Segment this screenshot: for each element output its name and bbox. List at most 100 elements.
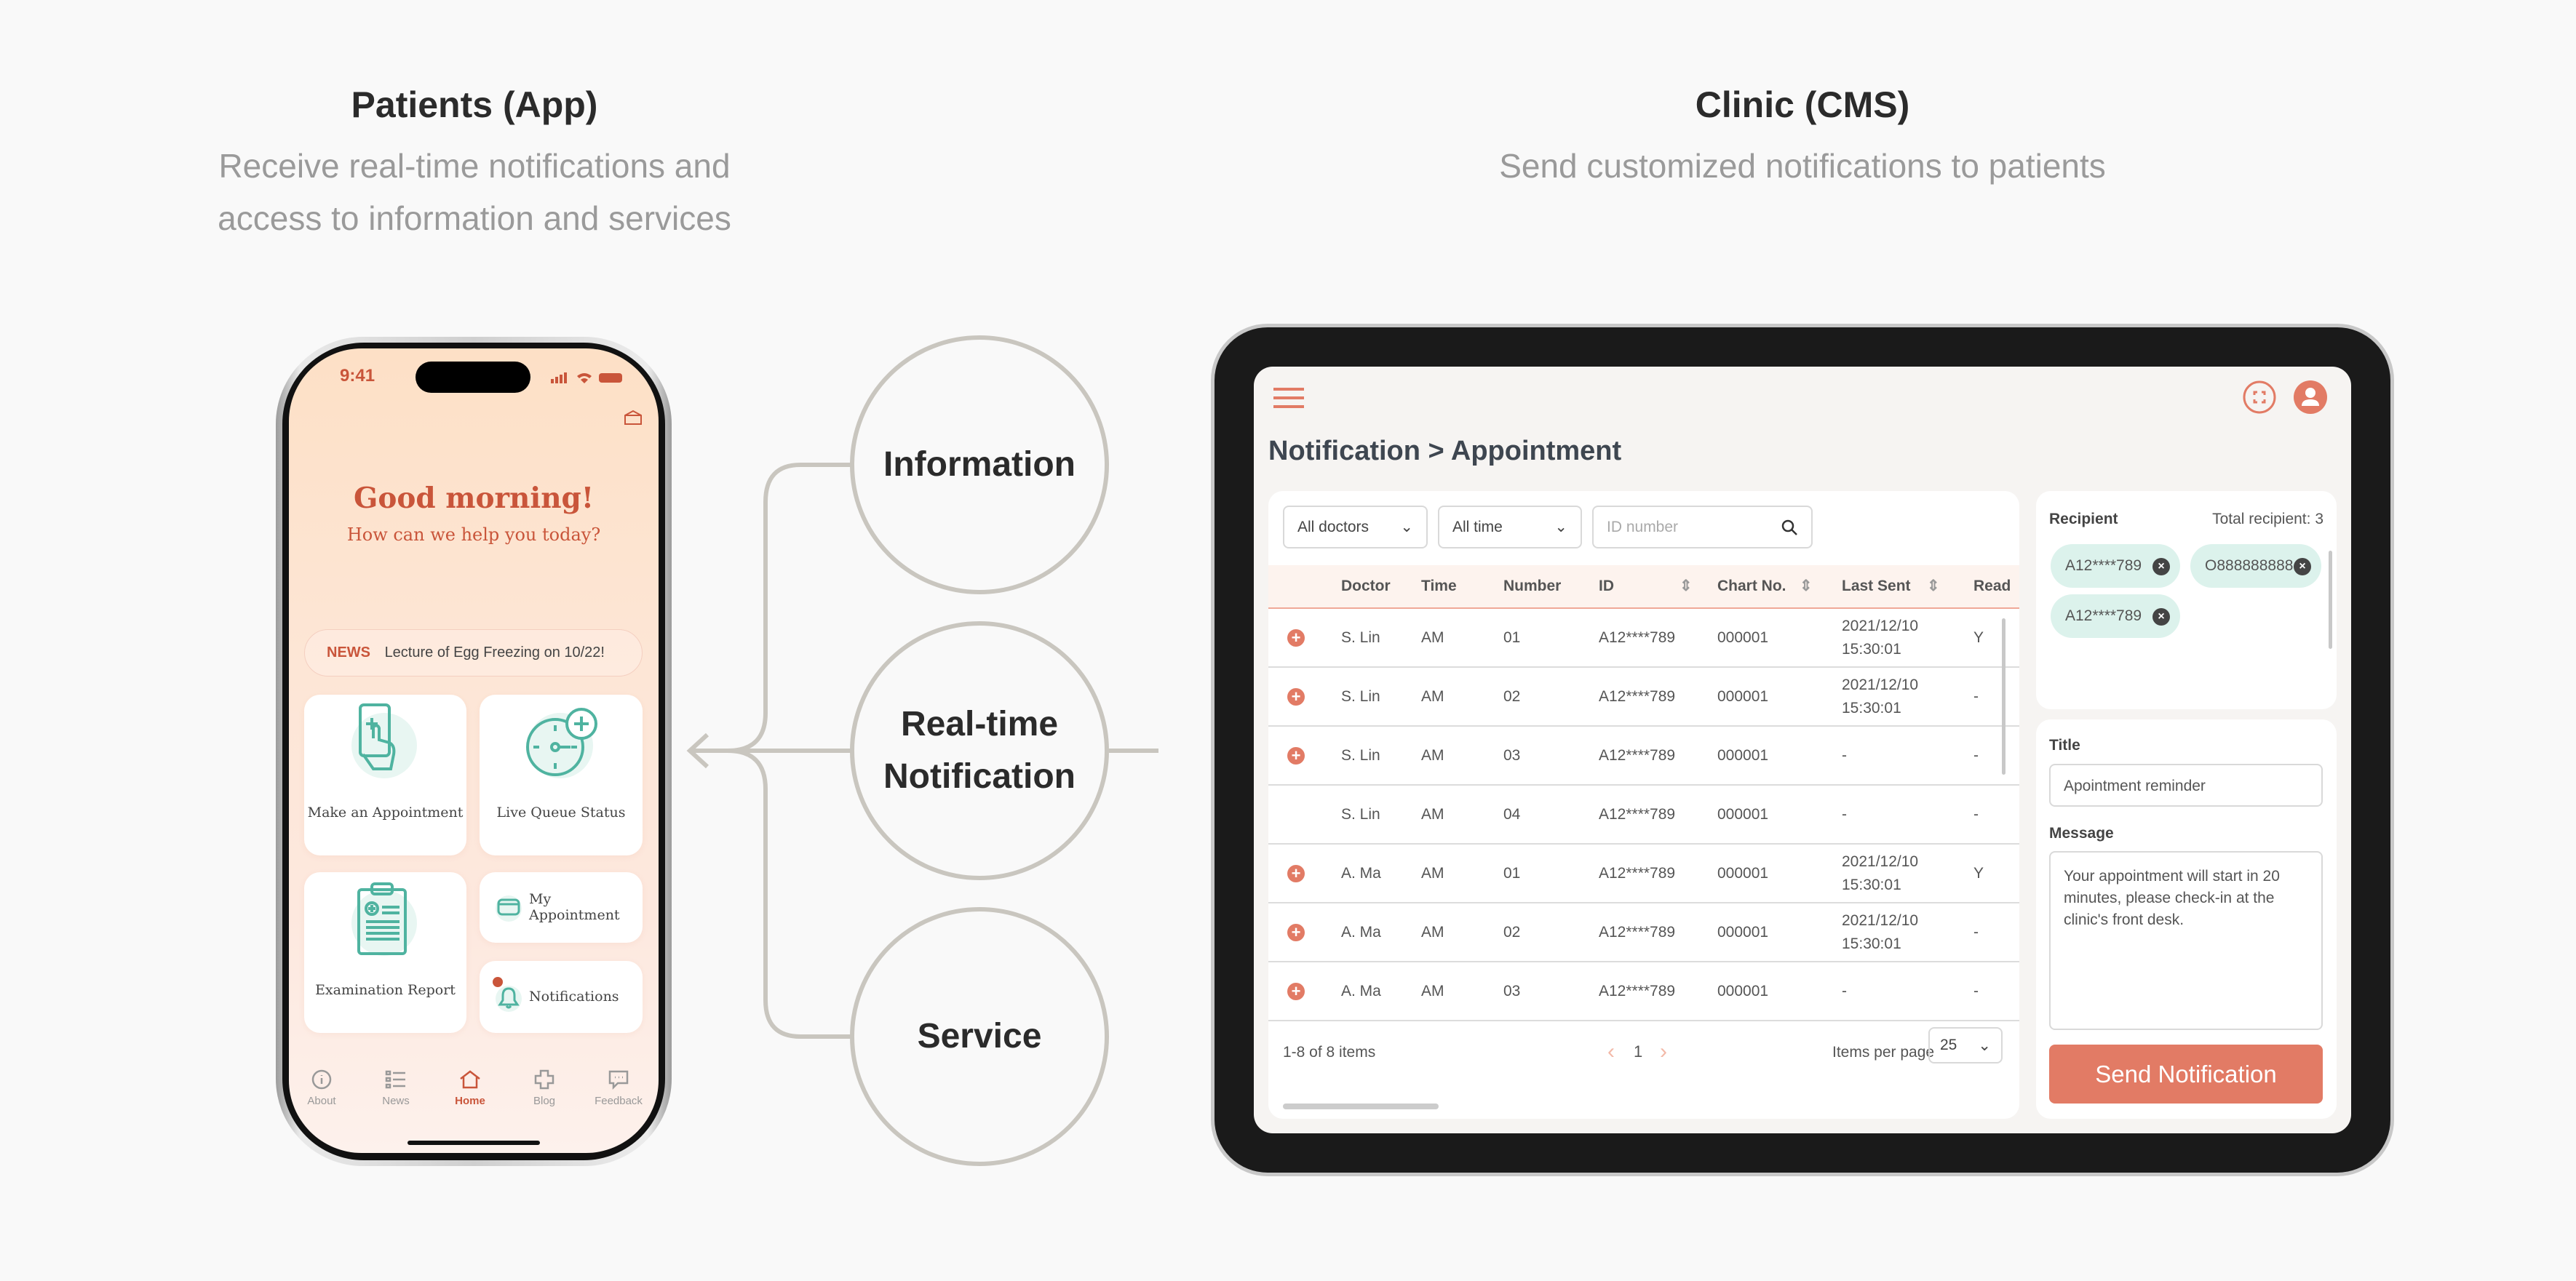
card-label: My Appointment (529, 891, 620, 923)
add-recipient-icon[interactable]: + (1287, 983, 1305, 1000)
sort-icon[interactable]: ⇕ (1927, 578, 1940, 594)
sort-icon[interactable]: ⇕ (1679, 578, 1693, 594)
prev-page-icon[interactable]: ‹ (1607, 1039, 1615, 1063)
cell-last-sent: 2021/12/10 15:30:01 (1842, 911, 1919, 952)
recipient-chip: O888888888× (2190, 544, 2321, 588)
card-examination-report[interactable]: Examination Report (304, 872, 466, 1033)
horizontal-scrollbar[interactable] (1283, 1104, 1439, 1109)
card-my-appointment[interactable]: My Appointment (480, 872, 643, 943)
per-page-select[interactable]: 25 ⌄ (1928, 1027, 2003, 1063)
col-doctor[interactable]: Doctor (1341, 578, 1391, 594)
cell-id: A12****789 (1599, 864, 1676, 882)
chip-label: A12****789 (2065, 557, 2142, 574)
cell-doctor: S. Lin (1341, 687, 1380, 705)
patients-subtitle-line2: access to information and services (218, 199, 731, 237)
info-icon (311, 1069, 332, 1090)
cell-last-sent: 2021/12/10 15:30:01 (1842, 853, 1919, 893)
home-indicator (408, 1141, 540, 1145)
current-page[interactable]: 1 (1634, 1042, 1643, 1061)
appointments-table-panel: All doctors⌄ All time⌄ ID number Doctor … (1268, 491, 2019, 1119)
unread-dot (493, 977, 503, 987)
title-label: Title (2049, 737, 2080, 754)
cell-read: - (1973, 687, 1979, 705)
per-page-label: Items per page (1832, 1044, 1935, 1061)
time-filter[interactable]: All time⌄ (1438, 506, 1582, 548)
cell-number: 02 (1503, 923, 1521, 941)
card-label: Examination Report (315, 982, 456, 998)
user-avatar-icon[interactable] (2293, 380, 2328, 415)
col-last-sent[interactable]: Last Sent (1842, 578, 1911, 594)
doctor-filter-value: All doctors (1297, 518, 1370, 535)
tab-home[interactable]: Home (437, 1069, 503, 1107)
phone-tap-plus-icon (351, 703, 417, 778)
fullscreen-icon[interactable] (2242, 380, 2277, 415)
cell-id: A12****789 (1599, 628, 1676, 646)
add-recipient-icon[interactable]: + (1287, 747, 1305, 765)
card-label: Notifications (529, 989, 619, 1005)
cell-time: AM (1421, 864, 1444, 882)
tab-feedback[interactable]: Feedback (586, 1069, 651, 1107)
remove-chip-icon[interactable]: × (2152, 608, 2170, 626)
search-icon[interactable] (1781, 519, 1798, 536)
add-recipient-icon[interactable]: + (1287, 629, 1305, 647)
breadcrumb: Notification > Appointment (1268, 436, 1622, 466)
card-live-queue[interactable]: Live Queue Status (480, 695, 643, 855)
add-recipient-icon[interactable]: + (1287, 865, 1305, 882)
col-number[interactable]: Number (1503, 578, 1562, 594)
add-recipient-icon[interactable]: + (1287, 924, 1305, 941)
chip-label: A12****789 (2065, 607, 2142, 624)
cell-id: A12****789 (1599, 746, 1676, 764)
card-make-appointment[interactable]: Make an Appointment (304, 695, 466, 855)
card-label: Live Queue Status (496, 805, 626, 821)
cell-doctor: S. Lin (1341, 746, 1380, 764)
id-search-input[interactable]: ID number (1592, 506, 1813, 548)
next-page-icon[interactable]: › (1660, 1039, 1667, 1063)
cell-read: - (1973, 805, 1979, 823)
clock-plus-icon (526, 708, 597, 778)
cell-id: A12****789 (1599, 982, 1676, 999)
patients-subtitle-line1: Receive real-time notifications and (218, 147, 731, 185)
remove-chip-icon[interactable]: × (2294, 558, 2311, 575)
news-banner[interactable]: NEWS Lecture of Egg Freezing on 10/22! (304, 629, 643, 677)
patients-subtitle: Receive real-time notifications and acce… (111, 140, 838, 244)
tab-news[interactable]: News (363, 1069, 429, 1107)
bell-icon (496, 986, 522, 1012)
calendar-icon (496, 895, 522, 922)
per-page-value: 25 (1940, 1037, 1957, 1053)
sort-icon[interactable]: ⇕ (1800, 578, 1813, 594)
vertical-scrollbar[interactable] (2002, 618, 2005, 775)
add-recipient-icon[interactable]: + (1287, 688, 1305, 706)
col-read[interactable]: Read (1973, 578, 2011, 594)
title-input[interactable]: Apointment reminder (2049, 764, 2323, 807)
col-chart-no[interactable]: Chart No. (1717, 578, 1786, 594)
recipient-scrollbar[interactable] (2329, 551, 2332, 649)
cell-read: - (1973, 982, 1979, 999)
pagination-summary: 1-8 of 8 items (1283, 1044, 1376, 1061)
tab-about[interactable]: About (289, 1069, 354, 1107)
col-id[interactable]: ID (1599, 578, 1614, 594)
tab-blog[interactable]: Blog (512, 1069, 577, 1107)
mail-icon[interactable] (624, 410, 643, 426)
menu-icon[interactable] (1273, 387, 1304, 409)
cell-doctor: A. Ma (1341, 864, 1381, 882)
cell-last-sent: 2021/12/10 15:30:01 (1842, 676, 1919, 717)
remove-chip-icon[interactable]: × (2152, 558, 2170, 575)
card-notifications[interactable]: Notifications (480, 961, 643, 1033)
cell-read: Y (1973, 628, 1984, 646)
chevron-down-icon: ⌄ (1978, 1037, 1991, 1054)
send-notification-button[interactable]: Send Notification (2049, 1045, 2323, 1104)
doctor-filter[interactable]: All doctors⌄ (1283, 506, 1428, 548)
cell-time: AM (1421, 746, 1444, 764)
cell-doctor: S. Lin (1341, 805, 1380, 823)
col-time[interactable]: Time (1421, 578, 1457, 594)
message-textarea[interactable]: Your appointment will start in 20 minute… (2049, 851, 2323, 1030)
cell-number: 04 (1503, 805, 1521, 823)
